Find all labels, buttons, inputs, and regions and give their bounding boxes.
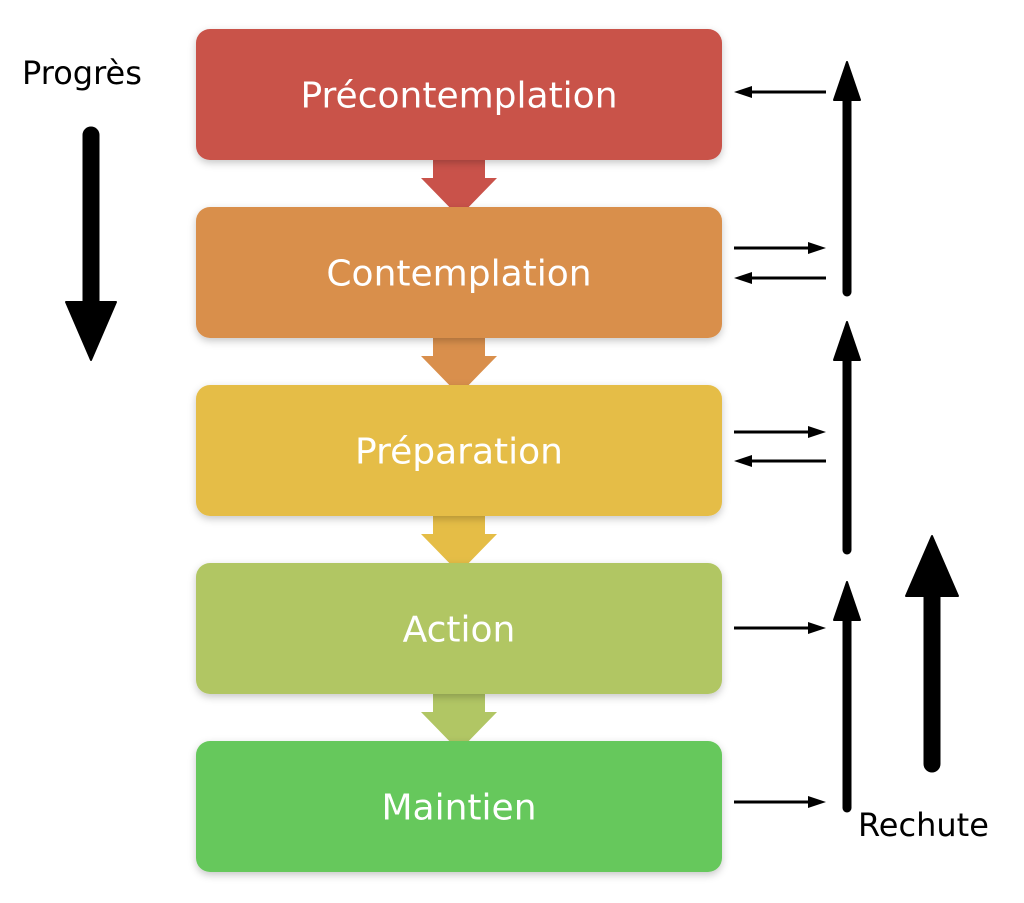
feedback-arrow-right-5 bbox=[734, 796, 826, 808]
feedback-arrow-left-2 bbox=[734, 272, 826, 284]
stage-boxes: PrécontemplationContemplationPréparation… bbox=[196, 29, 722, 872]
relapse-bold-arrow bbox=[905, 535, 959, 773]
stage-label: Préparation bbox=[355, 432, 563, 473]
stage-box-shape bbox=[196, 741, 722, 872]
progress-label: Progrès bbox=[22, 54, 142, 92]
stage-box-3: Préparation bbox=[196, 385, 722, 516]
feedback-arrow-left-1 bbox=[734, 86, 826, 98]
stage-box-shape bbox=[196, 207, 722, 338]
stage-box-shape bbox=[196, 29, 722, 160]
connector-arrows bbox=[421, 156, 497, 751]
stage-label: Précontemplation bbox=[300, 76, 617, 117]
relapse-label: Rechute bbox=[858, 806, 989, 844]
connector-arrow-3 bbox=[421, 512, 497, 573]
stage-box-shape bbox=[196, 385, 722, 516]
stage-box-2: Contemplation bbox=[196, 207, 722, 338]
stage-label: Maintien bbox=[381, 788, 536, 829]
connector-arrow-2 bbox=[421, 334, 497, 395]
feedback-arrows bbox=[65, 61, 959, 813]
feedback-arrow-right-2 bbox=[734, 242, 826, 254]
stage-box-1: Précontemplation bbox=[196, 29, 722, 160]
stage-label: Contemplation bbox=[326, 254, 591, 295]
connector-arrow-4 bbox=[421, 690, 497, 751]
stage-box-5: Maintien bbox=[196, 741, 722, 872]
relapse-arrow-upper bbox=[833, 61, 861, 297]
stage-label: Action bbox=[403, 610, 516, 651]
connector-arrow-1 bbox=[421, 156, 497, 217]
feedback-arrow-right-3 bbox=[734, 426, 826, 438]
feedback-arrow-left-3 bbox=[734, 455, 826, 467]
progress-arrow bbox=[65, 126, 117, 361]
stage-box-shape bbox=[196, 563, 722, 694]
feedback-arrow-right-4 bbox=[734, 622, 826, 634]
stage-box-4: Action bbox=[196, 563, 722, 694]
relapse-arrow-lower bbox=[833, 581, 861, 813]
relapse-arrow-middle bbox=[833, 321, 861, 555]
